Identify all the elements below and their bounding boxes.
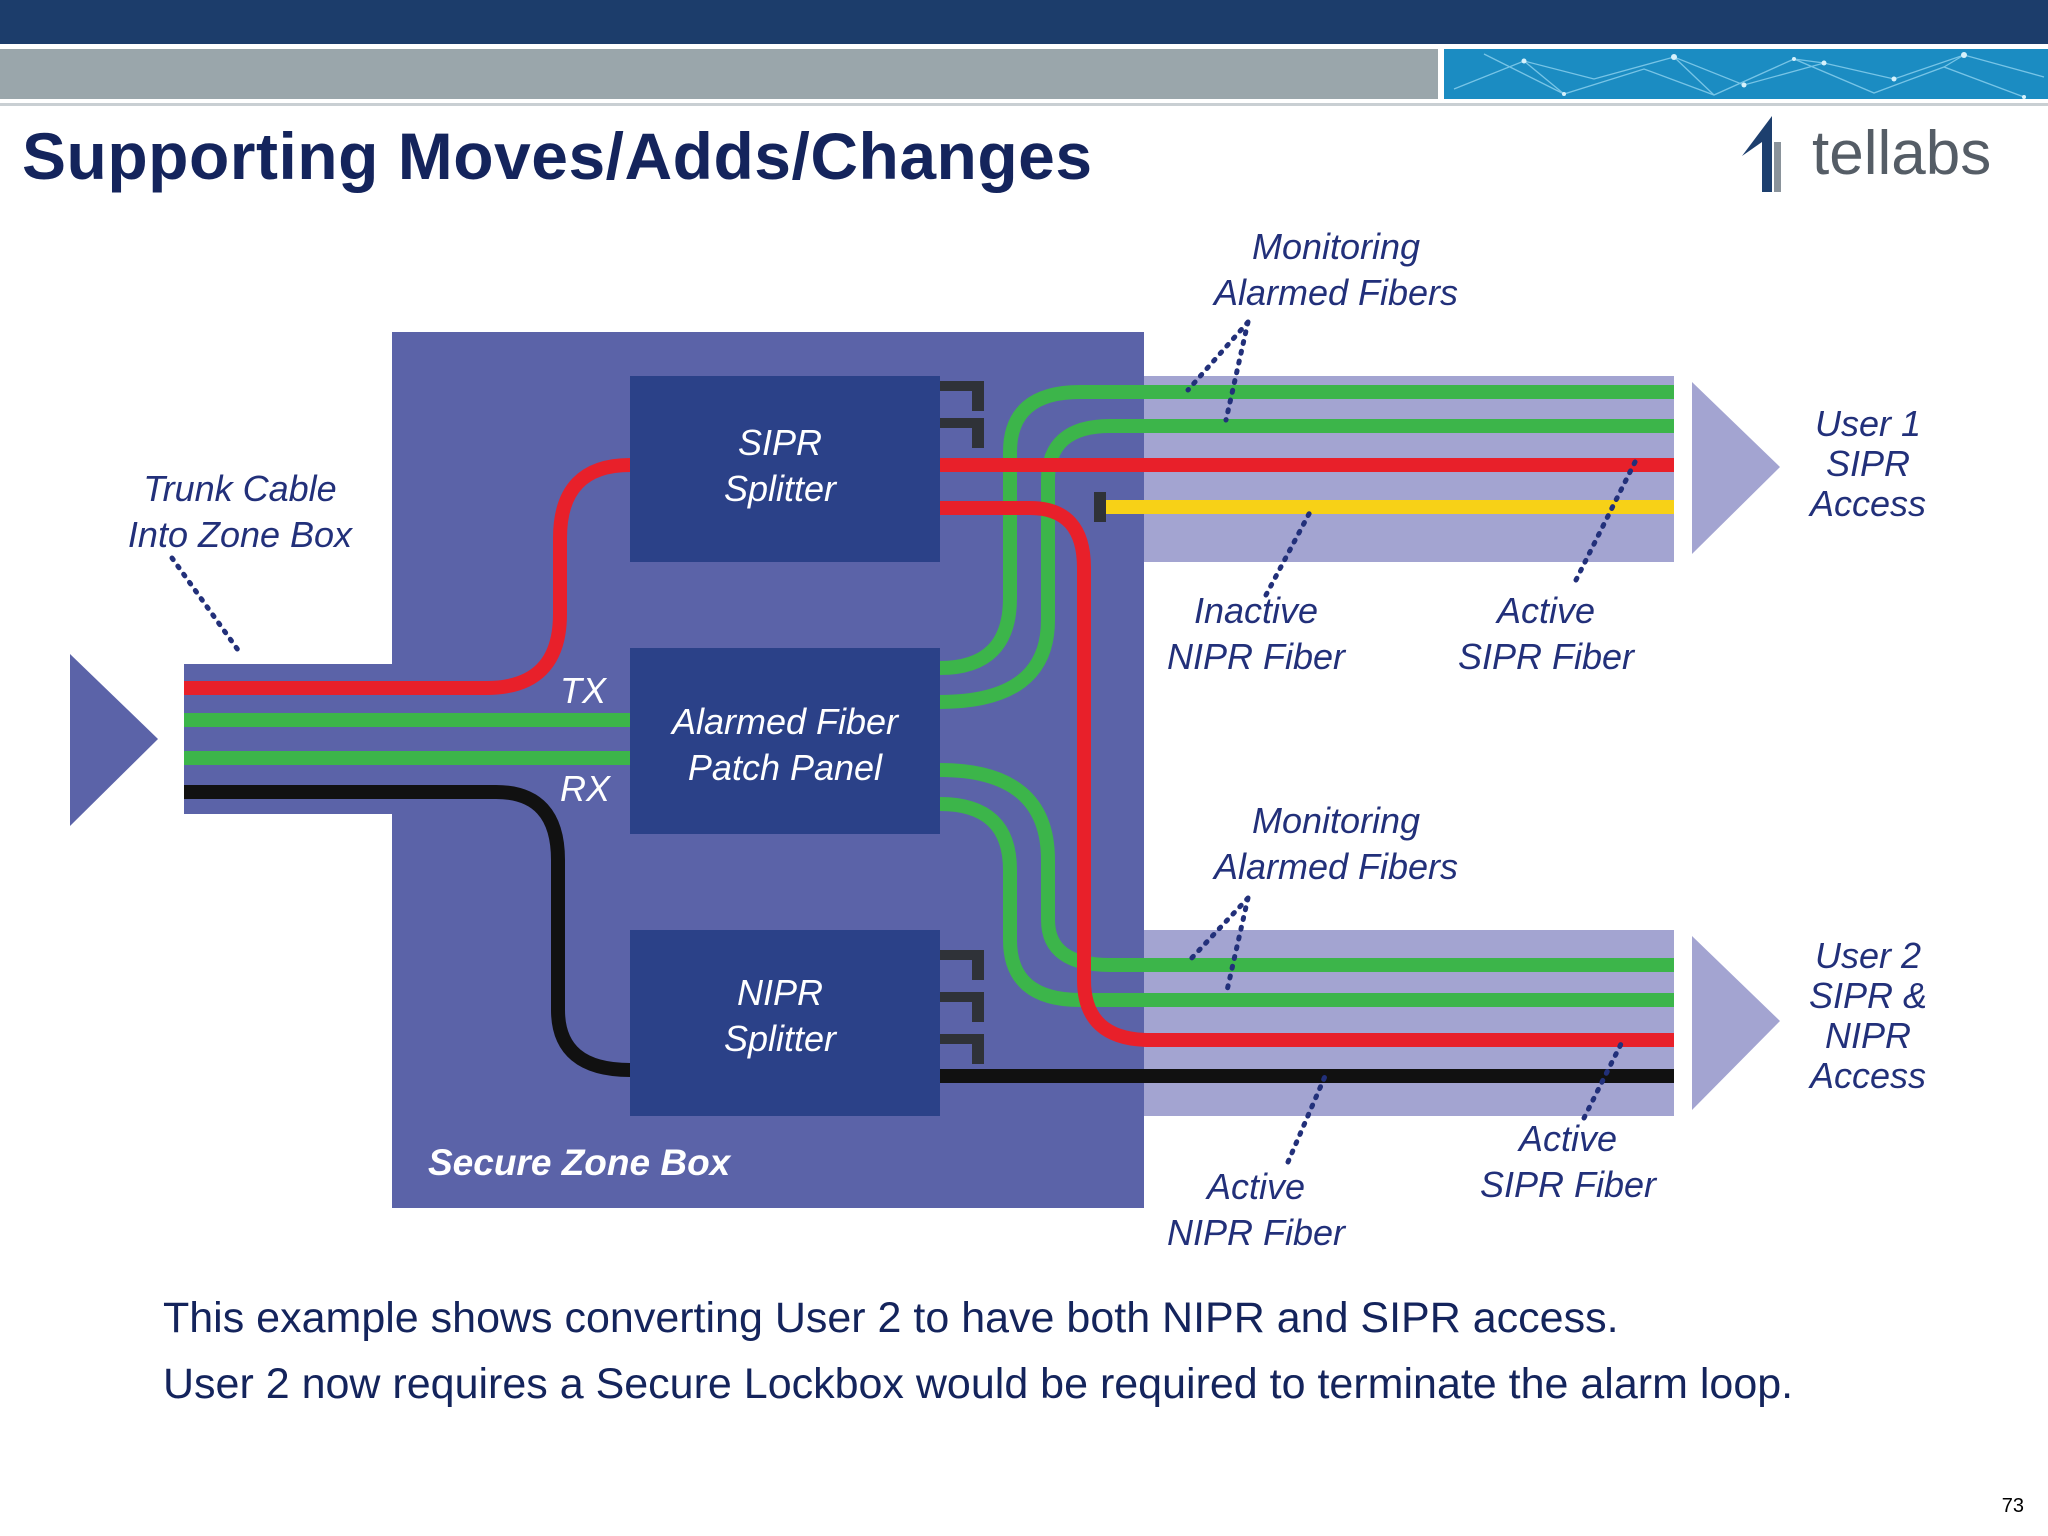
page-title: Supporting Moves/Adds/Changes bbox=[22, 119, 1093, 193]
logo-text: tellabs bbox=[1812, 119, 1992, 188]
caption-line-1: This example shows converting User 2 to … bbox=[163, 1294, 1619, 1342]
alarm-loop-user2-inner bbox=[939, 797, 1674, 1007]
tellabs-logo-icon bbox=[1742, 116, 1781, 192]
user2-arrow bbox=[1692, 936, 1780, 1110]
patch-panel-box bbox=[630, 648, 940, 834]
header-bar bbox=[0, 0, 2048, 44]
user2-cable bbox=[1144, 930, 1674, 1116]
tx-label: TX bbox=[560, 670, 607, 711]
alarm-loop-user1-inner bbox=[939, 419, 1674, 709]
trunk-black-fiber bbox=[184, 785, 631, 1077]
sipr-splitter-box bbox=[630, 376, 940, 562]
header-gray-band bbox=[0, 49, 1438, 99]
nipr-splitter-box bbox=[630, 930, 940, 1116]
page-number: 73 bbox=[2001, 1495, 2024, 1517]
caption-line-2: User 2 now requires a Secure Lockbox wou… bbox=[163, 1360, 1794, 1408]
rx-label: RX bbox=[560, 768, 611, 809]
alarm-loop-user1-outer bbox=[939, 385, 1674, 675]
trunk-red-fiber bbox=[184, 458, 631, 695]
company-logo: tellabs bbox=[1738, 108, 2038, 198]
header-rule bbox=[0, 103, 2048, 106]
trunk-arrow bbox=[70, 654, 158, 826]
user1-arrow bbox=[1692, 382, 1780, 554]
secure-zone-box-label: Secure Zone Box bbox=[428, 1142, 731, 1183]
header-network-image bbox=[1444, 49, 2048, 99]
sipr-fiber-user2 bbox=[940, 501, 1674, 1047]
